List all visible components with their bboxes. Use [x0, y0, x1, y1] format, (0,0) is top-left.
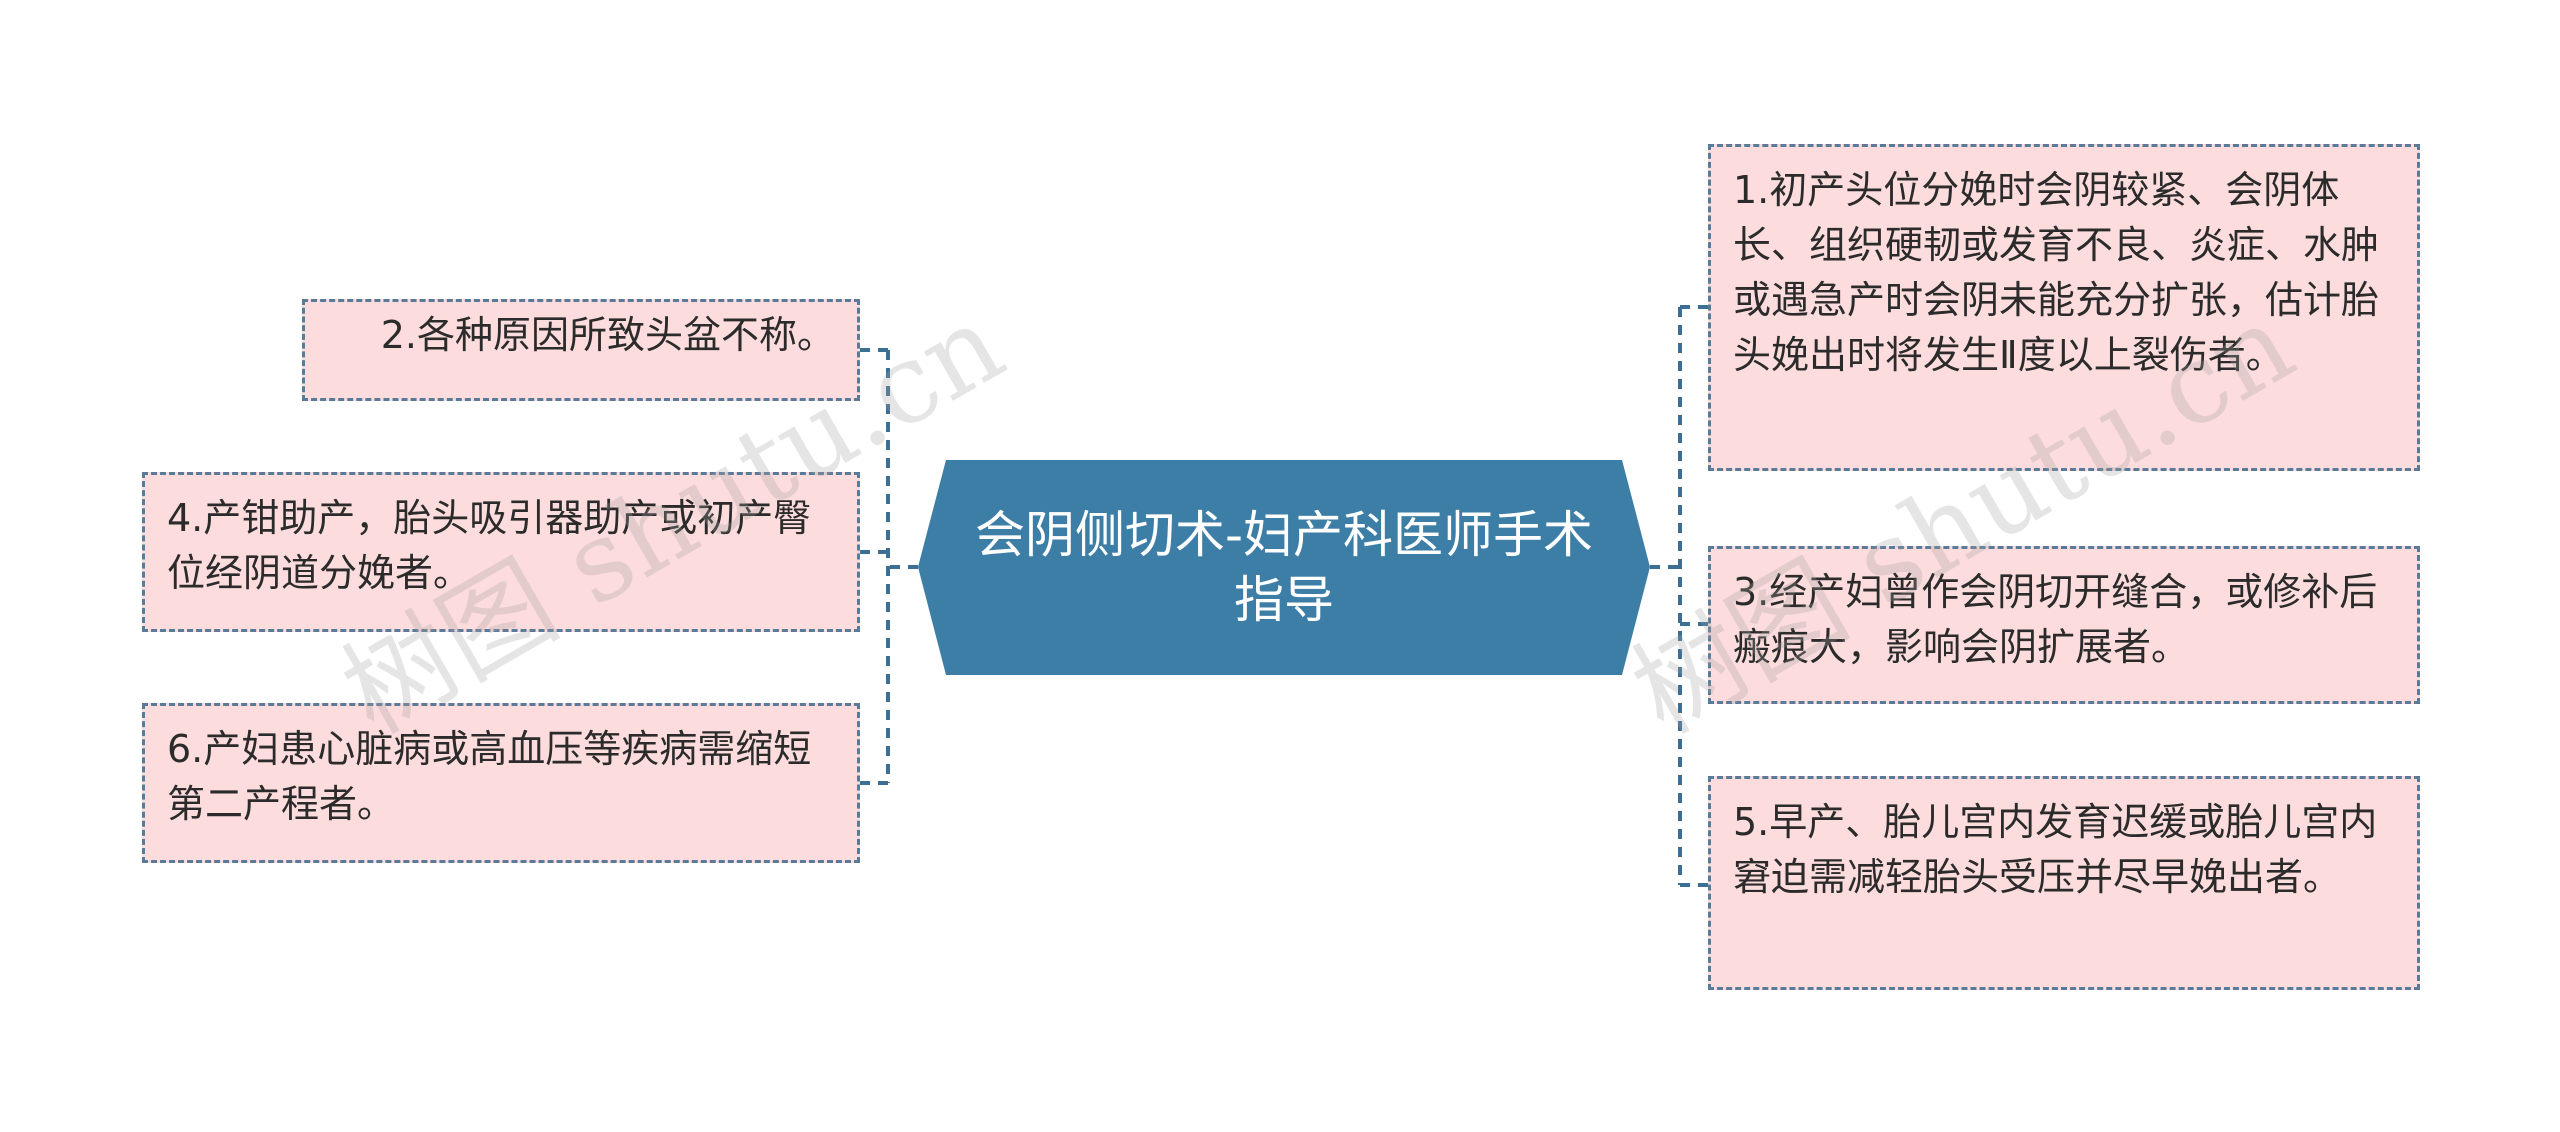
left-node-1[interactable]: 2.各种原因所致头盆不称。: [302, 299, 860, 401]
left-node-3[interactable]: 6.产妇患心脏病或高血压等疾病需缩短第二产程者。: [142, 703, 860, 863]
left-node-3-label: 6.产妇患心脏病或高血压等疾病需缩短第二产程者。: [167, 727, 812, 827]
right-node-1-label: 1.初产头位分娩时会阴较紧、会阴体长、组织硬韧或发育不良、炎症、水肿或遇急产时会…: [1733, 168, 2380, 378]
left-node-2-label: 4.产钳助产，胎头吸引器助产或初产臀位经阴道分娩者。: [167, 496, 812, 596]
root-node-shape: [918, 460, 1650, 675]
left-node-1-label: 2.各种原因所致头盆不称。: [380, 313, 835, 357]
right-node-1[interactable]: 1.初产头位分娩时会阴较紧、会阴体长、组织硬韧或发育不良、炎症、水肿或遇急产时会…: [1708, 144, 2420, 471]
right-node-2[interactable]: 3.经产妇曾作会阴切开缝合，或修补后瘢痕大，影响会阴扩展者。: [1708, 546, 2420, 704]
right-node-3-label: 5.早产、胎儿宫内发育迟缓或胎儿宫内窘迫需减轻胎头受压并尽早娩出者。: [1733, 800, 2378, 900]
root-node-label: 会阴侧切术-妇产科医师手术指导: [974, 505, 1594, 629]
right-node-2-label: 3.经产妇曾作会阴切开缝合，或修补后瘢痕大，影响会阴扩展者。: [1733, 570, 2378, 670]
root-node[interactable]: 会阴侧切术-妇产科医师手术指导: [950, 460, 1618, 675]
right-node-3[interactable]: 5.早产、胎儿宫内发育迟缓或胎儿宫内窘迫需减轻胎头受压并尽早娩出者。: [1708, 776, 2420, 990]
left-node-2[interactable]: 4.产钳助产，胎头吸引器助产或初产臀位经阴道分娩者。: [142, 472, 860, 632]
